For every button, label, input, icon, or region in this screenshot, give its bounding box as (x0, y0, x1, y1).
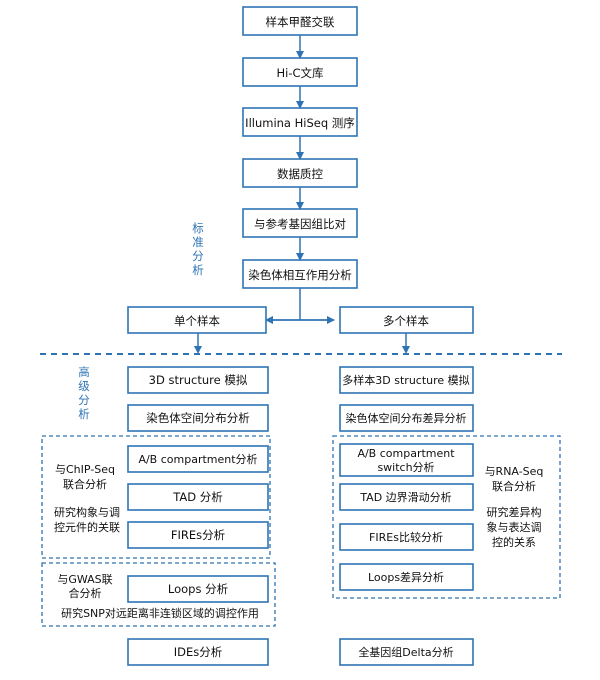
svg-text:A/B compartment分析: A/B compartment分析 (138, 452, 257, 466)
svg-text:与RNA-Seq: 与RNA-Seq (485, 465, 544, 478)
flow-step-sequencing: Illumina HiSeq 测序 (242, 107, 358, 137)
svg-text:多样本3D structure 模拟: 多样本3D structure 模拟 (342, 373, 469, 387)
flow-step-alignment-label: 与参考基因组比对 (254, 217, 346, 231)
svg-text:准: 准 (192, 235, 204, 249)
chipseq-group-frame (41, 435, 271, 559)
flow-step-sequencing-label: Illumina HiSeq 测序 (245, 116, 355, 130)
rnaseq-group-frame (332, 435, 561, 599)
svg-text:TAD 边界滑动分析: TAD 边界滑动分析 (359, 490, 451, 504)
flow-step-crosslink: 样本甲醛交联 (242, 6, 358, 36)
svg-text:级: 级 (78, 379, 90, 393)
svg-text:switch分析: switch分析 (377, 460, 434, 474)
single-sample-box: 单个样本 (127, 306, 267, 334)
svg-text:分: 分 (192, 249, 204, 263)
tad-analysis-box: TAD 分析 (127, 483, 269, 511)
rnaseq-label: 与RNA-Seq 联合分析 (485, 465, 544, 493)
ides-analysis-box: IDEs分析 (127, 638, 269, 666)
svg-text:与ChIP-Seq: 与ChIP-Seq (55, 463, 115, 476)
svg-text:A/B compartment: A/B compartment (357, 447, 455, 460)
svg-text:联合分析: 联合分析 (63, 477, 107, 491)
loops-analysis-box: Loops 分析 (127, 575, 269, 603)
gwas-description: 研究SNP对远距离非连锁区域的调控作用 (61, 606, 259, 620)
flow-step-alignment: 与参考基因组比对 (242, 208, 358, 238)
svg-text:FIREs比较分析: FIREs比较分析 (369, 530, 443, 544)
svg-text:TAD 分析: TAD 分析 (172, 490, 223, 504)
flow-step-library: Hi-C文库 (242, 57, 358, 87)
multi-spatial-distribution-box: 染色体空间分布差异分析 (339, 404, 474, 432)
svg-text:合分析: 合分析 (69, 586, 102, 600)
chipseq-description: 研究构象与调 控元件的关联 (54, 505, 120, 534)
gwas-label: 与GWAS联 合分析 (57, 573, 112, 600)
advanced-analysis-label: 高 级 分 析 (78, 365, 90, 421)
flow-step-qc: 数据质控 (242, 158, 358, 188)
ab-switch-box: A/B compartment switch分析 (339, 443, 474, 477)
svg-text:3D structure 模拟: 3D structure 模拟 (149, 373, 248, 387)
gwas-group-frame (41, 562, 276, 627)
svg-text:联合分析: 联合分析 (492, 479, 536, 493)
flow-step-library-label: Hi-C文库 (276, 66, 323, 80)
svg-text:分: 分 (78, 393, 90, 407)
svg-text:象与表达调: 象与表达调 (487, 520, 542, 534)
svg-text:控元件的关联: 控元件的关联 (54, 520, 120, 534)
standard-analysis-label: 标 准 分 析 (192, 221, 204, 277)
svg-text:控的关系: 控的关系 (492, 535, 536, 549)
chipseq-label: 与ChIP-Seq 联合分析 (55, 463, 115, 491)
svg-text:研究构象与调: 研究构象与调 (54, 505, 120, 519)
multi-sample-box: 多个样本 (339, 306, 474, 334)
flow-step-interaction: 染色体相互作用分析 (242, 259, 358, 289)
svg-text:Loops差异分析: Loops差异分析 (368, 570, 444, 584)
fires-comparison-box: FIREs比较分析 (339, 523, 474, 551)
svg-text:标: 标 (192, 221, 204, 235)
svg-text:单个样本: 单个样本 (174, 314, 220, 328)
svg-text:染色体空间分布分析: 染色体空间分布分析 (146, 411, 250, 425)
svg-text:FIREs分析: FIREs分析 (171, 528, 225, 542)
svg-text:高: 高 (78, 365, 90, 379)
loops-differential-box: Loops差异分析 (339, 563, 474, 591)
fires-analysis-box: FIREs分析 (127, 521, 269, 549)
svg-text:析: 析 (192, 263, 204, 277)
flow-step-qc-label: 数据质控 (277, 167, 323, 181)
flow-step-crosslink-label: 样本甲醛交联 (266, 15, 335, 29)
svg-text:多个样本: 多个样本 (383, 314, 429, 328)
svg-text:IDEs分析: IDEs分析 (174, 645, 223, 659)
ab-compartment-box: A/B compartment分析 (127, 445, 269, 473)
single-spatial-distribution-box: 染色体空间分布分析 (127, 404, 269, 432)
svg-text:Loops 分析: Loops 分析 (168, 582, 228, 596)
multi-3d-structure-box: 多样本3D structure 模拟 (339, 366, 474, 394)
rnaseq-description: 研究差异构 象与表达调 控的关系 (487, 505, 542, 549)
svg-text:析: 析 (78, 407, 90, 421)
tad-boundary-shift-box: TAD 边界滑动分析 (339, 483, 474, 511)
single-3d-structure-box: 3D structure 模拟 (127, 366, 269, 394)
svg-text:与GWAS联: 与GWAS联 (57, 573, 112, 586)
svg-text:研究差异构: 研究差异构 (487, 505, 542, 519)
flow-step-interaction-label: 染色体相互作用分析 (248, 268, 352, 282)
svg-text:全基因组Delta分析: 全基因组Delta分析 (358, 645, 453, 659)
svg-text:染色体空间分布差异分析: 染色体空间分布差异分析 (346, 411, 467, 425)
genome-delta-box: 全基因组Delta分析 (339, 638, 474, 666)
